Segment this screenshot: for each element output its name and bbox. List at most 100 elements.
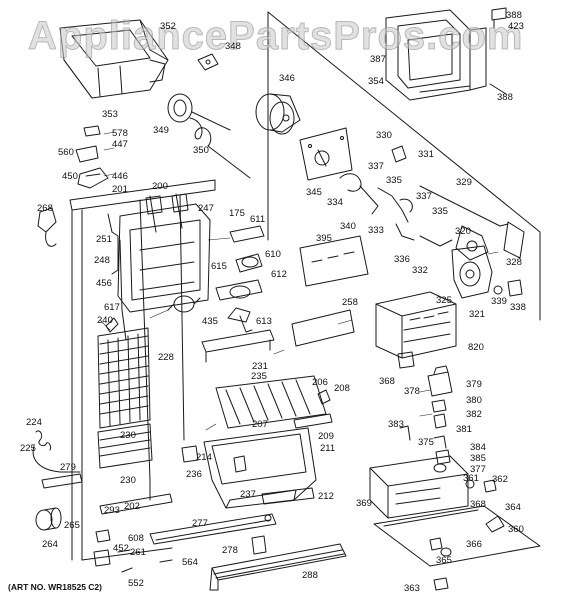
callout-337b: 337 (416, 191, 432, 202)
clip-240 (105, 317, 119, 333)
callout-335: 335 (386, 175, 402, 186)
plate-360 (373, 505, 541, 567)
callout-383: 383 (388, 419, 404, 430)
part-388-423 (491, 7, 507, 29)
callout-353: 353 (102, 109, 118, 120)
part-368 (397, 351, 415, 369)
callout-365: 365 (436, 555, 452, 566)
callout-214: 214 (196, 452, 212, 463)
spring-224 (35, 430, 51, 451)
cover-258 (291, 309, 355, 347)
callout-265: 265 (64, 520, 80, 531)
parts-608-452 (93, 529, 133, 573)
panel-395 (299, 235, 369, 287)
callout-377: 377 (470, 464, 486, 475)
fan-blade-613 (227, 307, 253, 333)
parts-380-382 (431, 399, 447, 429)
callout-820: 820 (468, 342, 484, 353)
callout-608: 608 (128, 533, 144, 544)
callout-207: 207 (252, 419, 268, 430)
callout-349: 349 (153, 125, 169, 136)
callout-564: 564 (182, 557, 198, 568)
callout-209: 209 (318, 431, 334, 442)
rail-202 (99, 493, 173, 515)
callout-293: 293 (104, 505, 120, 516)
callout-330: 330 (376, 130, 392, 141)
cabinet-frame (69, 11, 541, 561)
callout-560: 560 (58, 147, 74, 158)
callout-288: 288 (302, 570, 318, 581)
callout-345: 345 (306, 187, 322, 198)
heater-230 (97, 423, 153, 469)
ice-bucket-352 (59, 19, 169, 99)
callout-337: 337 (368, 161, 384, 172)
parts-383-377 (399, 425, 451, 473)
shelf-support-231 (201, 329, 275, 363)
wire-225 (32, 445, 81, 473)
callout-387: 387 (370, 54, 386, 65)
callout-613: 613 (256, 316, 272, 327)
callout-450: 450 (62, 171, 78, 182)
callout-339: 339 (491, 296, 507, 307)
callout-363: 363 (404, 583, 420, 594)
callout-212: 212 (318, 491, 334, 502)
callout-382: 382 (466, 409, 482, 420)
callout-435: 435 (202, 316, 218, 327)
callout-279: 279 (60, 462, 76, 473)
evaporator-assembly (107, 193, 211, 313)
callout-385: 385 (470, 453, 486, 464)
icemaker-820 (375, 291, 457, 359)
callout-360: 360 (508, 524, 524, 535)
callout-361: 361 (463, 473, 479, 484)
callout-268: 268 (37, 203, 53, 214)
callout-228: 228 (158, 352, 174, 363)
motor-378 (427, 365, 453, 397)
art-number: (ART NO. WR18525 C2) (8, 582, 102, 592)
callout-277: 277 (192, 518, 208, 529)
callout-615: 615 (211, 261, 227, 272)
parts-366-365 (429, 537, 452, 591)
ice-linkage (339, 145, 453, 247)
callout-261: 261 (130, 547, 146, 558)
dispenser-panel-387 (385, 9, 507, 101)
strip-212 (261, 487, 315, 505)
callout-456: 456 (96, 278, 112, 289)
callout-175: 175 (229, 208, 245, 219)
callout-381: 381 (456, 424, 472, 435)
callout-395: 395 (316, 233, 332, 244)
callout-231: 231 (252, 361, 268, 372)
callout-258: 258 (342, 297, 358, 308)
callout-211: 211 (320, 443, 336, 454)
callout-552: 552 (128, 578, 144, 589)
callout-333: 333 (368, 225, 384, 236)
callout-236: 236 (186, 469, 202, 480)
part-564 (159, 559, 173, 563)
callout-354: 354 (368, 76, 384, 87)
callout-610: 610 (265, 249, 281, 260)
fan-motor-435 (167, 295, 201, 313)
callout-352: 352 (160, 21, 176, 32)
callout-206: 206 (312, 377, 328, 388)
callout-278: 278 (222, 545, 238, 556)
callout-447: 447 (112, 139, 128, 150)
wire-shelf-206 (215, 375, 333, 429)
callout-346: 346 (279, 73, 295, 84)
callout-248: 248 (94, 255, 110, 266)
motor-346 (255, 93, 301, 135)
callout-380: 380 (466, 395, 482, 406)
callout-230: 230 (120, 430, 136, 441)
rail-277 (149, 513, 277, 545)
callout-446: 446 (112, 171, 128, 182)
bushing-264 (35, 507, 62, 531)
callout-247: 247 (198, 203, 214, 214)
callout-369: 369 (356, 498, 372, 509)
callout-328: 328 (506, 257, 522, 268)
callout-452: 452 (113, 543, 129, 554)
callout-366: 366 (466, 539, 482, 550)
plate-345 (299, 127, 353, 181)
parts-361-362 (465, 479, 497, 493)
callout-368: 368 (379, 376, 395, 387)
bracket-320 (455, 221, 525, 261)
callout-612: 612 (271, 269, 287, 280)
clip-348 (197, 53, 219, 71)
